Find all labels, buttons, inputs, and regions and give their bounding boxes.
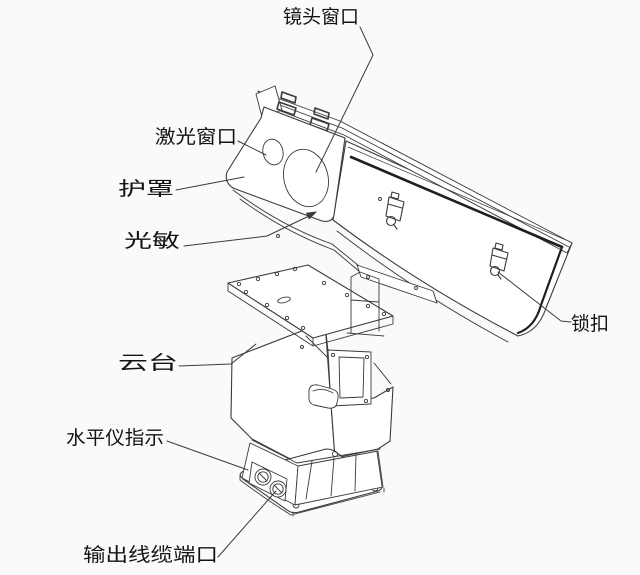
housing-divider-line bbox=[347, 146, 567, 241]
pan-tilt-top-plate bbox=[227, 264, 394, 347]
connector-inner bbox=[257, 471, 269, 483]
screw bbox=[264, 302, 270, 308]
leader-laser-window bbox=[237, 140, 267, 156]
plate-screws bbox=[236, 266, 387, 331]
tilt-bracket-cutout bbox=[338, 356, 365, 399]
connector-slot bbox=[258, 472, 268, 482]
light-sensor-arrowhead bbox=[306, 211, 317, 220]
label-output-cable-port: 输出线缆端口 bbox=[83, 544, 218, 566]
underside-screw bbox=[366, 275, 370, 279]
screw bbox=[300, 325, 306, 331]
housing-front-plate bbox=[225, 106, 346, 222]
leader-latch bbox=[497, 271, 572, 323]
camera-line-art bbox=[166, 26, 573, 558]
pan-tilt-body bbox=[230, 321, 394, 463]
screw bbox=[255, 276, 261, 282]
label-laser-window: 激光窗口 bbox=[155, 126, 237, 148]
motor-bump bbox=[308, 384, 339, 409]
latch-clip-1 bbox=[385, 191, 405, 230]
screw bbox=[292, 266, 298, 272]
side-screw bbox=[378, 197, 382, 201]
leader-housing bbox=[175, 176, 245, 191]
label-latch: 锁扣 bbox=[571, 313, 609, 335]
latch-knob bbox=[489, 265, 501, 277]
base-assembly bbox=[239, 439, 385, 517]
flange-thickness bbox=[239, 474, 385, 517]
screw bbox=[243, 289, 249, 295]
housing-underside-lip bbox=[232, 189, 361, 273]
screw bbox=[300, 345, 304, 349]
screw bbox=[386, 388, 390, 392]
latch-tab bbox=[494, 242, 504, 251]
support-column bbox=[346, 271, 385, 337]
leader-light-sensor bbox=[183, 215, 310, 247]
label-pan-tilt: 云台 bbox=[118, 352, 178, 374]
screw bbox=[344, 292, 350, 298]
screw bbox=[274, 271, 280, 277]
laser-window-opening bbox=[262, 138, 284, 166]
level-indicator-window bbox=[254, 468, 272, 486]
plate-slot bbox=[277, 296, 291, 304]
screw bbox=[364, 354, 370, 360]
leader-lines bbox=[166, 26, 572, 558]
screw bbox=[363, 398, 369, 404]
leader-pan-tilt bbox=[178, 343, 257, 367]
underside-screw bbox=[414, 286, 418, 290]
housing-underside-panel bbox=[356, 264, 438, 304]
screw bbox=[330, 352, 336, 358]
plate-rim bbox=[227, 282, 394, 347]
latch-body bbox=[385, 196, 405, 222]
plate-screw bbox=[276, 234, 280, 238]
latch-tab bbox=[390, 191, 400, 200]
latch-stem bbox=[393, 224, 398, 230]
pedestal-right-face bbox=[294, 450, 384, 506]
leader-lens-window bbox=[315, 26, 374, 173]
label-housing: 护罩 bbox=[118, 178, 174, 200]
latch-body bbox=[489, 247, 509, 272]
lens-window-opening bbox=[283, 148, 329, 208]
screw bbox=[236, 281, 242, 287]
leader-output-cable-port bbox=[217, 490, 277, 558]
connector-slot bbox=[273, 484, 283, 494]
hinge-icon bbox=[276, 91, 297, 116]
pedestal-ribs bbox=[305, 451, 383, 500]
label-level-indicator: 水平仪指示 bbox=[66, 427, 164, 449]
connector-inner bbox=[272, 483, 284, 495]
pedestal-top-edge bbox=[251, 439, 381, 464]
housing-side-face bbox=[332, 140, 573, 337]
screw bbox=[321, 280, 327, 286]
seal-band-top bbox=[349, 155, 564, 249]
screw bbox=[381, 311, 387, 317]
latch-clip-2 bbox=[489, 242, 509, 280]
label-lens-window: 镜头窗口 bbox=[283, 6, 359, 28]
screw bbox=[284, 315, 290, 321]
part-labels: 镜头窗口 激光窗口 护罩 光敏 锁扣 云台 水平仪指示 输出线缆端口 bbox=[66, 6, 609, 566]
latch-stem bbox=[497, 274, 502, 280]
motor-bump-line bbox=[312, 388, 334, 394]
housing-lid-inner-line bbox=[260, 97, 570, 248]
housing-assembly bbox=[225, 85, 573, 343]
latch-knob bbox=[385, 215, 397, 227]
screw bbox=[365, 303, 371, 309]
leader-level-indicator bbox=[166, 440, 249, 471]
label-light-sensor: 光敏 bbox=[124, 230, 180, 252]
